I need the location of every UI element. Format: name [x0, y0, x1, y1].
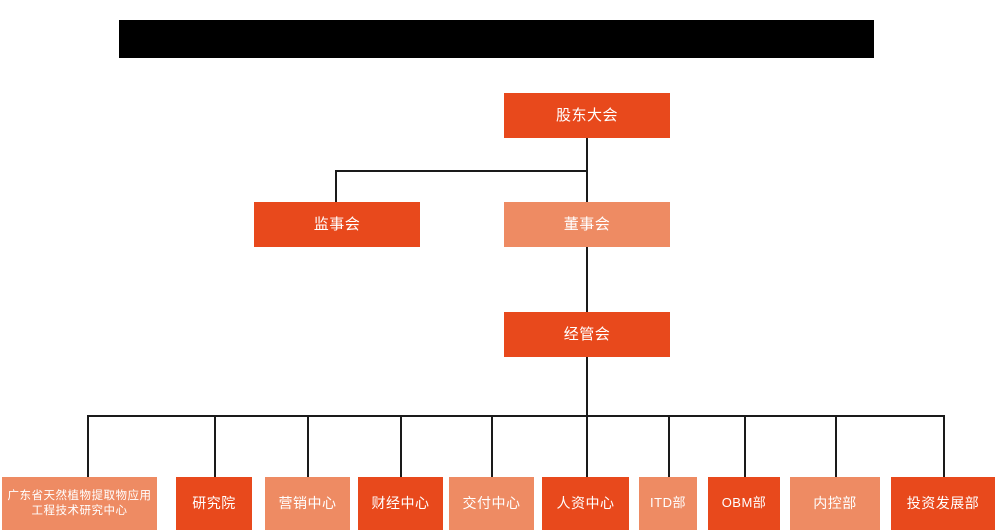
node-board-of-directors[interactable]: 董事会 — [504, 202, 670, 247]
node-research-institute[interactable]: 研究院 — [176, 477, 252, 530]
node-itd-department[interactable]: ITD部 — [639, 477, 697, 530]
node-internal-control-department[interactable]: 内控部 — [790, 477, 880, 530]
node-label: 交付中心 — [462, 494, 521, 511]
connector-drop-finance-center — [400, 415, 402, 477]
connector-l1-to-directors — [586, 170, 588, 203]
connector-drop-marketing-center — [307, 415, 309, 477]
node-management-committee[interactable]: 经管会 — [504, 312, 670, 357]
connector-l1-bus — [335, 170, 588, 172]
node-shareholders-meeting[interactable]: 股东大会 — [504, 93, 670, 138]
node-label: 经管会 — [563, 325, 611, 343]
connector-l4-bus — [87, 415, 945, 417]
node-label: 监事会 — [313, 215, 361, 233]
connector-l2-to-l3 — [586, 247, 588, 312]
node-obm-department[interactable]: OBM部 — [708, 477, 780, 530]
node-gd-plant-extract-center[interactable]: 广东省天然植物提取物应用工程技术研究中心 — [2, 477, 157, 530]
node-finance-center[interactable]: 财经中心 — [358, 477, 443, 530]
node-label: 人资中心 — [556, 494, 615, 511]
node-label: 广东省天然植物提取物应用工程技术研究中心 — [7, 489, 152, 517]
redacted-title-bar — [119, 20, 874, 58]
node-label: ITD部 — [650, 495, 686, 511]
node-label: 财经中心 — [371, 494, 430, 511]
connector-drop-gd-plant-extract-center — [87, 415, 89, 477]
node-investment-development-department[interactable]: 投资发展部 — [891, 477, 995, 530]
node-label: 内控部 — [813, 494, 857, 511]
connector-drop-internal-control-department — [835, 415, 837, 477]
connector-drop-delivery-center — [491, 415, 493, 477]
node-label: 股东大会 — [555, 106, 618, 124]
connector-l1-drop — [586, 138, 588, 171]
node-label: 董事会 — [563, 215, 611, 233]
node-delivery-center[interactable]: 交付中心 — [449, 477, 534, 530]
node-label: 投资发展部 — [906, 494, 980, 511]
connector-drop-research-institute — [214, 415, 216, 477]
connector-drop-hr-center — [586, 415, 588, 477]
connector-drop-obm-department — [744, 415, 746, 477]
node-label: 营销中心 — [278, 494, 337, 511]
node-marketing-center[interactable]: 营销中心 — [265, 477, 350, 530]
connector-drop-investment-development-department — [943, 415, 945, 477]
connector-l3-drop — [586, 357, 588, 416]
connector-l1-to-supervisors — [335, 170, 337, 203]
node-hr-center[interactable]: 人资中心 — [542, 477, 629, 530]
connector-drop-itd-department — [668, 415, 670, 477]
node-label: 研究院 — [192, 494, 236, 511]
node-board-of-supervisors[interactable]: 监事会 — [254, 202, 420, 247]
node-label: OBM部 — [721, 495, 767, 511]
